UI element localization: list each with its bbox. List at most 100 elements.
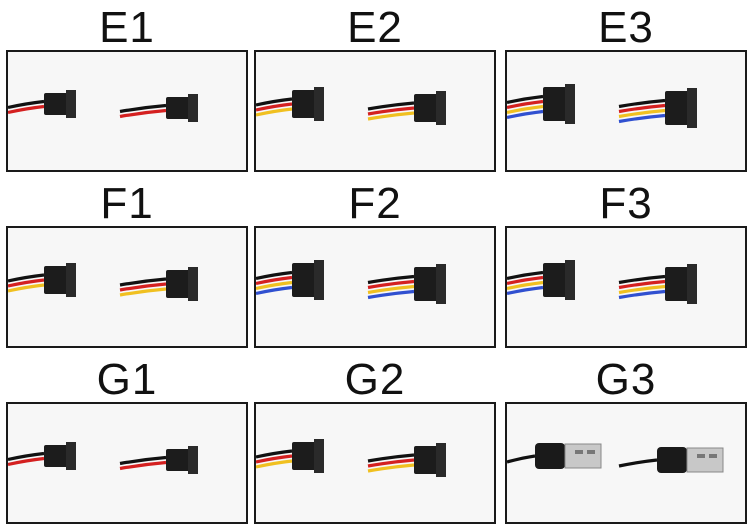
wire <box>256 275 293 286</box>
connector-illustration <box>8 228 246 346</box>
wire <box>507 280 544 291</box>
wire <box>367 453 415 463</box>
connector-part <box>618 88 697 128</box>
cell-label: G2 <box>344 355 406 404</box>
connector-part <box>8 263 76 297</box>
wire <box>367 458 415 468</box>
photo-background <box>256 404 494 522</box>
connector-part <box>367 443 446 477</box>
wire <box>119 277 167 287</box>
cell-label: E1 <box>99 3 155 52</box>
connector-part <box>119 446 198 474</box>
photo-background <box>256 52 494 170</box>
wire <box>507 275 544 286</box>
usb-plug-slot <box>697 454 705 458</box>
wire <box>119 103 167 114</box>
wire <box>507 285 544 296</box>
connector-photo <box>6 402 248 524</box>
wire <box>618 103 666 114</box>
connector-photo <box>505 402 747 524</box>
wire <box>507 454 536 464</box>
wire <box>256 285 293 296</box>
wire <box>618 458 658 468</box>
usb-plug-metal <box>564 443 602 469</box>
wire <box>507 270 544 281</box>
connector-latch <box>314 439 324 473</box>
wire <box>367 279 415 290</box>
connector-part <box>507 443 602 469</box>
connector-illustration <box>8 404 246 522</box>
connector-part <box>8 90 76 118</box>
wire <box>256 280 293 291</box>
wire <box>256 107 293 117</box>
connector-illustration <box>507 52 745 170</box>
connector-photo <box>6 50 248 172</box>
usb-plug-slot <box>587 450 595 454</box>
wire <box>8 456 45 467</box>
wire <box>367 284 415 295</box>
connector-latch <box>66 442 76 470</box>
connector-latch <box>436 443 446 477</box>
wire <box>119 455 167 466</box>
wire <box>618 289 666 300</box>
wire <box>256 97 293 107</box>
wire <box>367 111 415 121</box>
wire <box>367 289 415 300</box>
wire <box>119 282 167 292</box>
wire <box>256 449 293 459</box>
connector-housing <box>535 443 565 469</box>
connector-illustration <box>256 404 494 522</box>
wire <box>618 284 666 295</box>
connector-latch <box>188 267 198 301</box>
connector-latch <box>687 264 697 304</box>
wire <box>367 101 415 111</box>
cell-label: E3 <box>598 3 654 52</box>
wire <box>367 274 415 285</box>
connector-photo <box>254 50 496 172</box>
wire <box>256 102 293 112</box>
usb-plug-slot <box>575 450 583 454</box>
wire <box>256 454 293 464</box>
connector-part <box>119 94 198 122</box>
connector-illustration <box>8 52 246 170</box>
wire <box>256 270 293 281</box>
connector-illustration <box>256 228 494 346</box>
connector-latch <box>687 88 697 128</box>
cell-label: F2 <box>348 179 402 228</box>
wire <box>8 451 45 462</box>
connector-latch <box>188 446 198 474</box>
connector-part <box>507 84 575 124</box>
connector-latch <box>436 264 446 304</box>
connector-latch <box>188 94 198 122</box>
wire <box>8 104 45 115</box>
wire <box>507 109 544 120</box>
connector-part <box>618 447 724 473</box>
usb-plug-slot <box>709 454 717 458</box>
connector-part <box>618 264 697 304</box>
connector-latch <box>565 84 575 124</box>
connector-latch <box>314 260 324 300</box>
wire <box>507 99 544 110</box>
connector-latch <box>565 260 575 300</box>
connector-photo <box>254 402 496 524</box>
cell-label: G1 <box>96 355 158 404</box>
connector-latch <box>66 90 76 118</box>
connector-photo <box>6 226 248 348</box>
connector-latch <box>436 91 446 125</box>
wire <box>507 94 544 105</box>
connector-part <box>256 439 324 473</box>
wire <box>507 104 544 115</box>
wire <box>119 287 167 297</box>
cell-label: E2 <box>347 3 403 52</box>
wire <box>8 278 45 288</box>
cell-label: F3 <box>599 179 653 228</box>
wire <box>618 108 666 119</box>
connector-latch <box>66 263 76 297</box>
wire <box>367 463 415 473</box>
photo-background <box>8 228 246 346</box>
connector-illustration <box>256 52 494 170</box>
connector-illustration <box>507 228 745 346</box>
connector-housing <box>657 447 687 473</box>
wire <box>618 98 666 109</box>
connector-part <box>256 87 324 121</box>
